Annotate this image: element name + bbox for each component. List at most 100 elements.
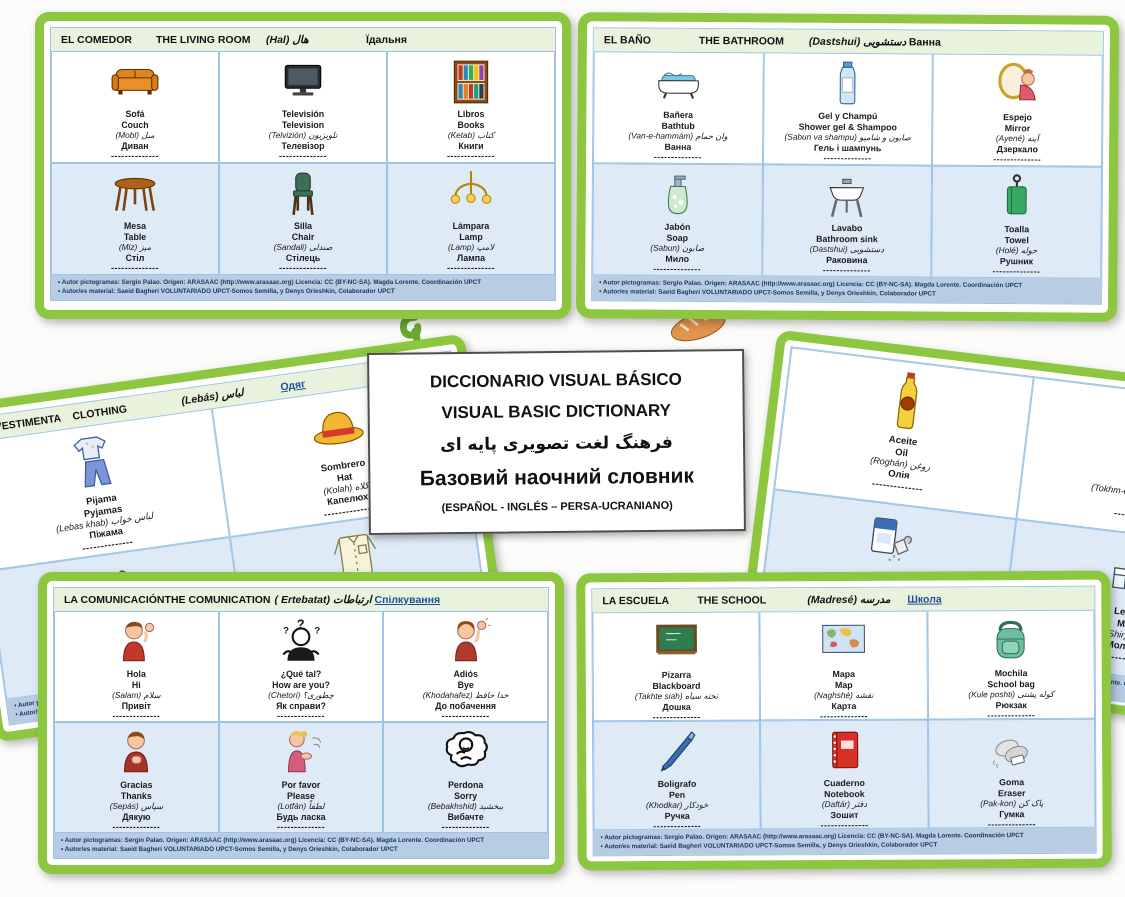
label-uk: Дошка [662, 701, 691, 712]
label-uk: Гумка [999, 808, 1025, 819]
label-en: Books [457, 119, 485, 130]
label-uk: Рушник [999, 255, 1034, 266]
pen-icon [652, 727, 702, 777]
svg-text:?: ? [283, 626, 289, 636]
label-fa: (Daftár) دفتر [821, 799, 868, 810]
food-cell-salt: SalSalt(Namak) نمکСіль-------------- [756, 489, 1017, 662]
label-fa: (Sabun va shampu) صابون و شامپو [784, 131, 911, 143]
label-en: Please [287, 790, 315, 801]
header-title-uk-link[interactable]: Спілкування [374, 594, 441, 606]
label-uk: Лампа [457, 252, 485, 263]
card-header: EL COMEDOR THE LIVING ROOM (Hal) هال Їда… [51, 28, 555, 51]
label-uk: Ручка [664, 810, 690, 821]
map-icon [818, 617, 868, 667]
footer-credit-pictograms: • Autor pictogramas: Sergio Palao. Orige… [61, 837, 485, 844]
label-fa: (Mobl) مبل [115, 130, 155, 141]
label-en: Hi [131, 679, 141, 690]
header-title-fa: ( Ertebatat) ارتباطات [274, 594, 372, 606]
title-line-persian: فرهنگ لغت تصویری پایه ای [440, 432, 673, 456]
label-es: Gracias [120, 780, 153, 790]
communication-cell-howareyou: ??? ¿Qué tal?How are you?(Chetori) چطوری؟… [218, 611, 384, 722]
label-es: Espejo [1003, 112, 1032, 123]
card-communication: LA COMUNICACIÓN THE COMUNICATION ( Erteb… [38, 572, 564, 874]
towel-icon [992, 172, 1042, 222]
hat-icon [303, 393, 373, 463]
hello-icon [111, 617, 161, 667]
sink-icon [822, 171, 872, 221]
label-es: Hola [126, 669, 146, 679]
separator-dashes: -------------- [822, 265, 871, 276]
couch-icon [110, 57, 160, 107]
label-uk: Мило [665, 253, 690, 264]
gel-icon [823, 59, 873, 109]
label-en: Bathroom sink [816, 233, 878, 244]
label-en: Chair [291, 231, 315, 242]
separator-dashes: -------------- [112, 711, 161, 722]
label-en: Pen [668, 789, 686, 800]
label-uk: До побачення [435, 700, 497, 711]
label-fa: (Ketab) کتاب [447, 130, 495, 141]
separator-dashes: -------------- [278, 263, 327, 274]
header-title-es: EL BAÑO [603, 34, 651, 47]
card-footer: • Autor pictogramas: Sergio Palao. Orige… [593, 827, 1096, 856]
label-fa: (Sepás) سپاس [109, 801, 164, 812]
label-uk: Вибачте [447, 811, 484, 822]
label-es: Pizarra [661, 669, 692, 680]
header-title-en: THE BATHROOM [698, 34, 784, 48]
header-title-fa: (Dastshui) دستشویی [808, 35, 907, 49]
header-title-en: THE LIVING ROOM [156, 34, 251, 46]
howareyou-icon: ??? [276, 617, 326, 667]
label-es: ¿Qué tal? [280, 669, 322, 679]
card-header: LA COMUNICACIÓN THE COMUNICATION ( Erteb… [54, 588, 548, 611]
label-es: Adiós [453, 669, 478, 679]
soap-icon [652, 170, 702, 220]
label-es: Televisión [281, 109, 325, 119]
label-uk: Стілець [285, 252, 321, 263]
label-fa: (Holé) حوله [995, 245, 1038, 256]
label-es: Mochila [994, 668, 1028, 679]
header-title-uk-link[interactable]: Одяг [279, 378, 307, 394]
tv-icon [278, 57, 328, 107]
separator-dashes: -------------- [112, 822, 161, 833]
separator-dashes: -------------- [276, 711, 325, 722]
header-title-uk: Ванна [908, 36, 941, 49]
label-uk: Телевізор [281, 140, 325, 151]
label-en: Eraser [997, 787, 1026, 798]
header-title-uk-link[interactable]: Школа [907, 593, 942, 606]
card-bathroom: EL BAÑO THE BATHROOM (Dastshui) دستشویی … [575, 12, 1120, 322]
label-fa: (Telvizión) تلویزیون [268, 130, 338, 141]
separator-dashes: -------------- [653, 151, 702, 163]
books-icon [446, 57, 496, 107]
label-es: Lámpara [452, 221, 490, 231]
label-en: How are you? [272, 679, 330, 690]
header-title-fa: (Madresé) مدرسه [807, 593, 891, 607]
label-es: Jabón [664, 221, 691, 232]
label-en: Soap [666, 232, 689, 243]
separator-dashes: -------------- [993, 154, 1042, 165]
separator-dashes: -------------- [446, 151, 495, 162]
label-fa: (Takhte siah) تخته سیاه [634, 691, 719, 702]
label-es: Toalla [1004, 224, 1030, 235]
mirror-icon [993, 60, 1043, 110]
card-living-room: EL COMEDOR THE LIVING ROOM (Hal) هال Їда… [35, 12, 571, 319]
milk-icon [1098, 536, 1125, 609]
header-title-es: EL COMEDOR [61, 34, 132, 46]
label-es: Bañera [663, 109, 694, 120]
separator-dashes: -------------- [871, 477, 924, 496]
card-header: LA ESCUELA THE SCHOOL (Madresé) مدرسه Шк… [592, 586, 1095, 613]
label-fa: (Chetori) چطوری؟ [268, 690, 334, 701]
label-es: Boligrafo [657, 778, 697, 789]
